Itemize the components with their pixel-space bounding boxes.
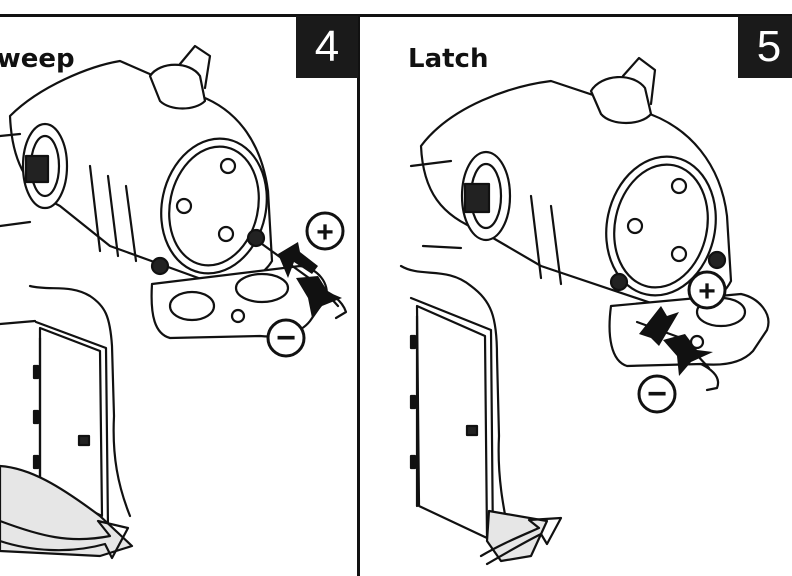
decrease-latch-icon [637, 374, 677, 414]
plus-symbol: + [316, 216, 334, 249]
plus-symbol: + [698, 275, 716, 308]
door-closer-illustration: + − [0, 44, 348, 560]
minus-symbol: − [647, 375, 667, 413]
step-5-badge: 5 [738, 16, 792, 78]
decrease-sweep-icon [266, 318, 306, 358]
minus-symbol: − [276, 319, 296, 357]
step-5-title: Latch [408, 44, 489, 74]
step-4-panel: + − Sweep 4 [0, 16, 358, 576]
top-border [0, 14, 792, 17]
increase-latch-icon [687, 270, 727, 310]
door-closer-illustration: + − [399, 56, 770, 566]
step-5-panel: + − Latch 5 [361, 16, 792, 576]
panel-divider [357, 14, 360, 576]
increase-sweep-icon [305, 211, 345, 251]
step-4-title: Sweep [0, 44, 75, 74]
step-4-badge: 4 [296, 16, 358, 78]
